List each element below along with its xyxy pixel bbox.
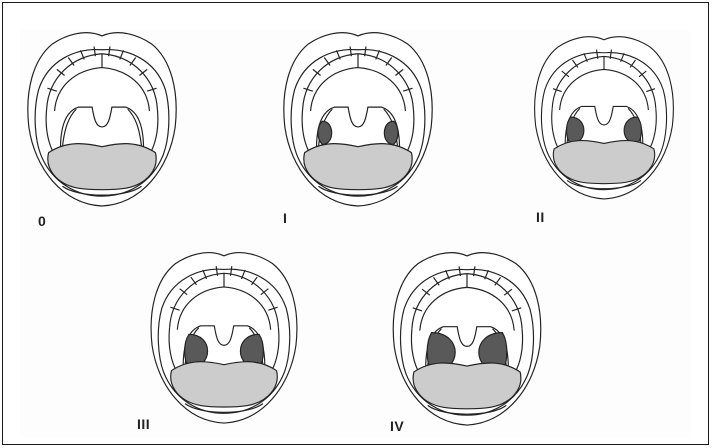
mouth-grade-0 [22, 30, 182, 208]
mouth-grade-1 [278, 30, 438, 208]
grade-label: 0 [38, 214, 46, 228]
grade-label: II [536, 210, 545, 224]
tongue [171, 362, 277, 407]
right-tonsil [384, 121, 398, 144]
left-tonsil [318, 121, 332, 144]
tongue [48, 144, 156, 190]
tongue [413, 363, 521, 409]
mouth-illustration [22, 30, 182, 208]
mouth-grade-3 [145, 250, 303, 425]
mouth-illustration [530, 30, 678, 205]
grade-label: I [283, 211, 287, 225]
mouth-illustration [278, 30, 438, 208]
mouth-grade-4 [386, 250, 548, 427]
mouth-illustration [145, 250, 303, 425]
mouth-illustration [386, 250, 548, 427]
tongue [553, 141, 654, 184]
tongue [304, 144, 412, 190]
grade-label: IV [390, 419, 404, 433]
grade-label: III [137, 417, 150, 431]
mouth-grade-2 [530, 30, 678, 205]
